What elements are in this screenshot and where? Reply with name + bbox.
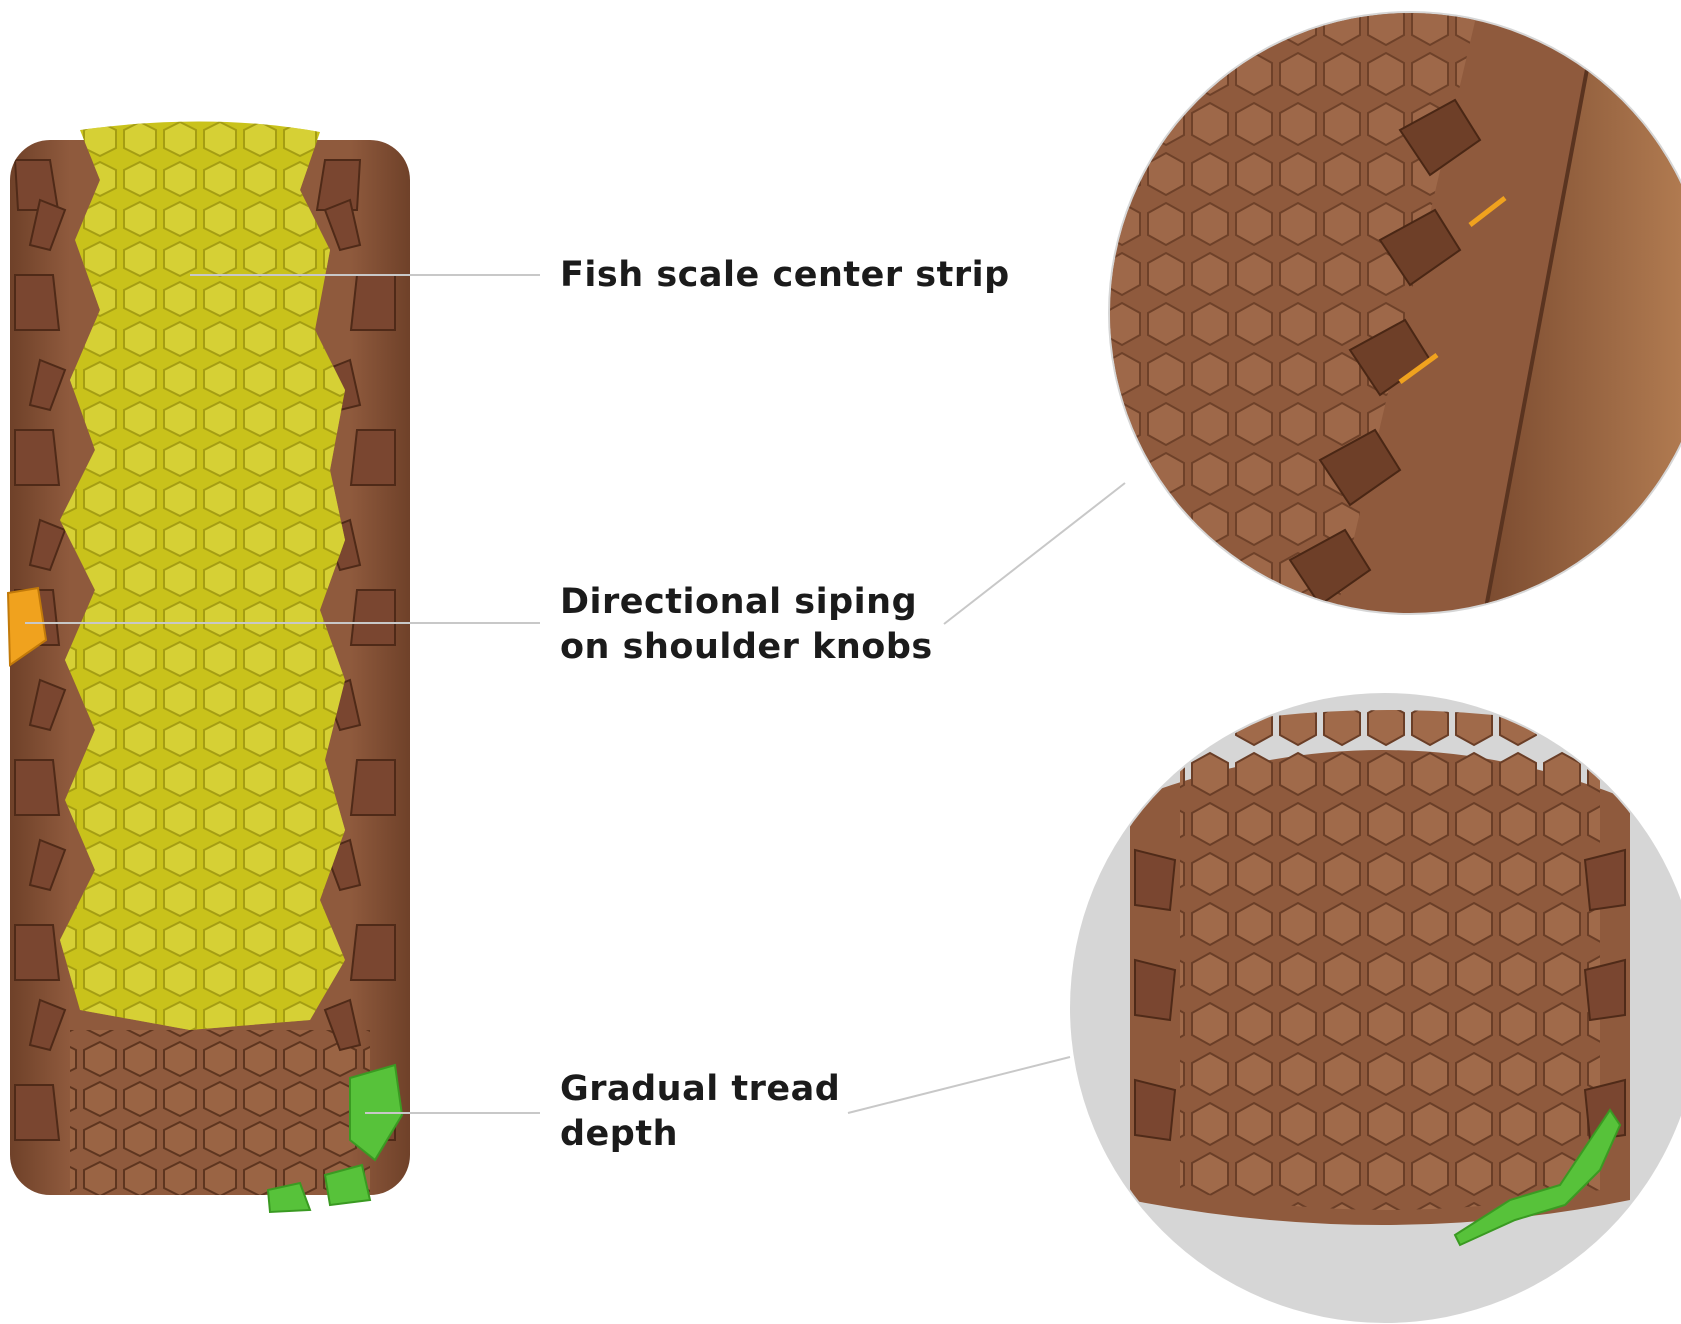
callout-siping-line2: on shoulder knobs	[560, 627, 933, 667]
leader-line-bottom-zoom	[847, 1056, 1071, 1114]
callout-depth-line2: depth	[560, 1114, 678, 1154]
callout-depth-line1: Gradual tread	[560, 1069, 841, 1109]
siping-highlight	[6, 586, 48, 667]
callout-siping-line1: Directional siping	[560, 582, 918, 622]
tire-tread-illustration	[6, 121, 410, 1214]
callout-depth: Gradual tread depth	[560, 1067, 840, 1157]
callout-fish-scale: Fish scale center strip	[560, 253, 1010, 298]
leader-line-top-zoom	[943, 482, 1126, 625]
tire-depth-closeup	[1070, 693, 1681, 1323]
callout-fish-scale-line1: Fish scale center strip	[560, 255, 1010, 295]
callout-siping: Directional siping on shoulder knobs	[560, 580, 933, 670]
tire-shoulder-closeup	[1108, 11, 1681, 615]
